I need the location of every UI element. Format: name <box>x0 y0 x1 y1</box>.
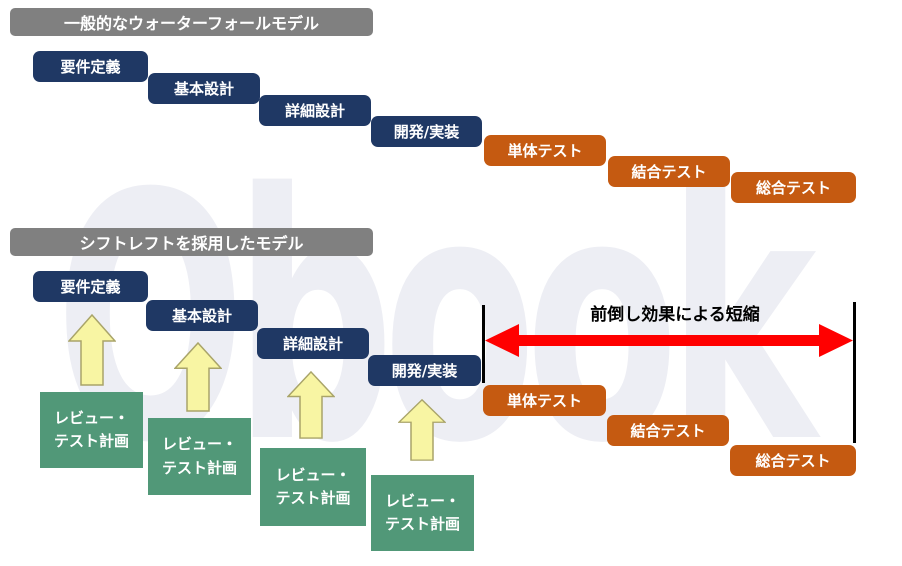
review-label-line1: レビュー・ <box>384 491 460 510</box>
review-test-plan-box-1: レビュー・ テスト計画 <box>40 392 143 468</box>
marker-line-right <box>853 302 856 443</box>
up-arrow-icon-3 <box>287 371 335 439</box>
phase-basic-design-top: 基本設計 <box>148 73 260 104</box>
review-test-plan-box-3: レビュー・ テスト計画 <box>260 448 366 526</box>
up-arrow-icon-1 <box>68 314 116 386</box>
shift-left-model-title: シフトレフトを採用したモデル <box>10 228 373 256</box>
review-label-line2: テスト計画 <box>384 515 460 533</box>
phase-requirements-bottom: 要件定義 <box>33 271 148 302</box>
phase-unit-test-bottom: 単体テスト <box>483 385 606 416</box>
phase-basic-design-bottom: 基本設計 <box>146 300 258 331</box>
phase-integration-test-top: 結合テスト <box>608 156 730 187</box>
review-label-line2: テスト計画 <box>275 489 351 507</box>
double-arrow-icon <box>485 324 853 357</box>
review-label-line2: テスト計画 <box>161 458 237 477</box>
up-arrow-icon-2 <box>174 342 222 412</box>
shorten-effect-label: 前倒し効果による短縮 <box>590 305 760 325</box>
phase-unit-test-top: 単体テスト <box>484 135 606 166</box>
review-label-line1: レビュー・ <box>161 435 237 454</box>
waterfall-model-title: 一般的なウォーターフォールモデル <box>10 8 373 36</box>
phase-detailed-design-top: 詳細設計 <box>259 95 371 126</box>
up-arrow-icon-4 <box>398 399 446 461</box>
phase-detailed-design-bottom: 詳細設計 <box>257 328 369 359</box>
phase-integration-test-bottom: 結合テスト <box>607 415 729 446</box>
phase-system-test-top: 総合テスト <box>731 172 856 203</box>
review-label-line1: レビュー・ <box>53 408 129 427</box>
review-label-line2: テスト計画 <box>53 432 129 450</box>
marker-line-left <box>482 305 485 383</box>
review-test-plan-box-4: レビュー・ テスト計画 <box>371 475 474 551</box>
review-test-plan-box-2: レビュー・ テスト計画 <box>148 418 251 495</box>
phase-development-top: 開発/実装 <box>371 116 482 147</box>
review-label-line1: レビュー・ <box>275 465 351 484</box>
phase-development-bottom: 開発/実装 <box>368 355 481 386</box>
phase-requirements-top: 要件定義 <box>33 51 148 82</box>
phase-system-test-bottom: 総合テスト <box>730 445 856 476</box>
